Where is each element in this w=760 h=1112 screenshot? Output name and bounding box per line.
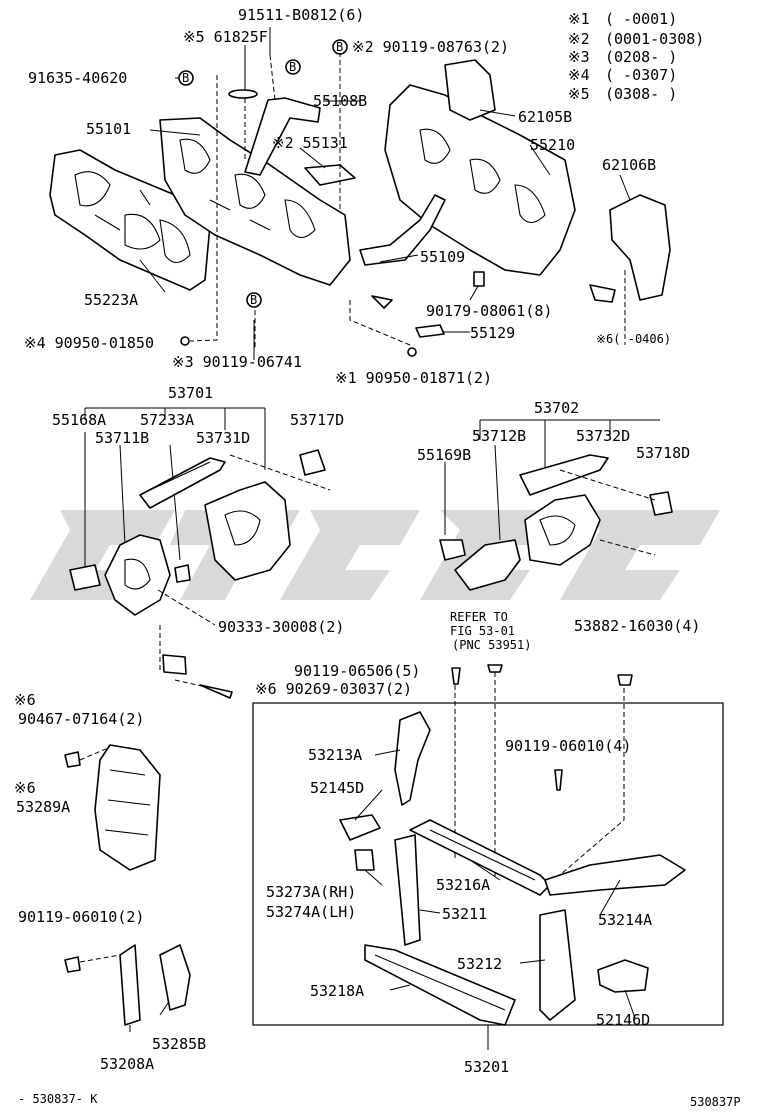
svg-text:B: B — [289, 60, 296, 74]
insulator-62106b — [609, 194, 671, 301]
label-55168a: 55168A — [52, 411, 106, 429]
leader-lines-bottom — [129, 749, 636, 1032]
legend-item-3: ※3 — [568, 48, 590, 66]
label-53218a: 53218A — [310, 982, 364, 1000]
label-52145d: 52145D — [310, 779, 364, 797]
legend-range-3: (0208- ) — [605, 48, 677, 66]
label-53214a: 53214A — [598, 911, 652, 929]
legend-item-2: ※2 — [568, 30, 590, 48]
label-53711b: 53711B — [95, 429, 149, 447]
label-55109: 55109 — [420, 248, 465, 266]
label-53718d: 53718D — [636, 444, 690, 462]
label-53216a: 53216A — [436, 876, 490, 894]
side-parts — [64, 744, 191, 1026]
label-55129: 55129 — [470, 324, 515, 342]
label-91635: 91635-40620 — [28, 69, 127, 87]
label-53732d: 53732D — [576, 427, 630, 445]
label-53701: 53701 — [168, 384, 213, 402]
label-55210: 55210 — [530, 136, 575, 154]
label-53208a: 53208A — [100, 1055, 154, 1073]
legend-range-1: ( -0001) — [605, 10, 677, 28]
footer-code-right: 530837P — [690, 1095, 741, 1109]
label-53285b: 53285B — [152, 1035, 206, 1053]
label-53213a: 53213A — [308, 746, 362, 764]
support-box-53201 — [252, 702, 724, 1050]
circle-marks: B B B B — [178, 39, 348, 308]
radiator-support-parts — [339, 711, 686, 1026]
dash-panel-upper-55210 — [359, 59, 616, 303]
label-90950-01871: ※1 90950-01871(2) — [335, 369, 492, 387]
label-57233a: 57233A — [140, 411, 194, 429]
label-55131: ※2 55131 — [272, 134, 348, 152]
svg-text:B: B — [250, 293, 257, 307]
label-62105b: 62105B — [518, 108, 572, 126]
part-labels: 91511-B0812(6) ※5 61825F ※2 90119-08763(… — [14, 6, 700, 1076]
label-90179: 90179-08061(8) — [426, 302, 552, 320]
label-55108b: 55108B — [313, 92, 367, 110]
label-53731d: 53731D — [196, 429, 250, 447]
label-53211: 53211 — [442, 905, 487, 923]
label-55169b: 55169B — [417, 446, 471, 464]
label-53274a: 53274A(LH) — [266, 903, 356, 921]
label-53702: 53702 — [534, 399, 579, 417]
label-53289a: 53289A — [16, 798, 70, 816]
bracket-lines-53702 — [444, 419, 660, 541]
label-90119-06506: 90119-06506(5) — [294, 662, 420, 680]
label-53201: 53201 — [464, 1058, 509, 1076]
label-90269: ※6 90269-03037(2) — [255, 680, 412, 698]
label-refer-1: REFER TO — [450, 610, 508, 624]
dash-insulator-55223a — [49, 149, 211, 291]
label-note-6a: ※6 — [14, 691, 36, 709]
cowl-brace-55108b — [244, 97, 321, 176]
apron-member-57233a — [139, 457, 226, 509]
label-55101: 55101 — [86, 120, 131, 138]
legend-range-5: (0308- ) — [605, 85, 677, 103]
footer: - 530837- K 530837P — [18, 1092, 741, 1109]
label-6-0406: ※6( -0406) — [596, 332, 671, 346]
apron-lh-53711b — [69, 534, 191, 616]
footer-code-left: - 530837- K — [18, 1092, 98, 1106]
label-53273a: 53273A(RH) — [266, 883, 356, 901]
label-61825f: ※5 61825F — [183, 28, 268, 46]
label-55223a: 55223A — [84, 291, 138, 309]
legend-item-4: ※4 — [568, 66, 590, 84]
label-90119-08763: ※2 90119-08763(2) — [352, 38, 509, 56]
label-90119-06010b: 90119-06010(2) — [18, 908, 144, 926]
legend: ※1 ( -0001) ※2 (0001-0308) ※3 (0208- ) ※… — [568, 10, 704, 103]
leader-lines-mid — [157, 454, 656, 880]
label-53712b: 53712B — [472, 427, 526, 445]
label-53212: 53212 — [457, 955, 502, 973]
label-90119-06010a: 90119-06010(4) — [505, 737, 631, 755]
label-52146d: 52146D — [596, 1011, 650, 1029]
label-62106b: 62106B — [602, 156, 656, 174]
label-refer-3: (PNC 53951) — [452, 638, 531, 652]
label-53882: 53882-16030(4) — [574, 617, 700, 635]
label-53717d: 53717D — [290, 411, 344, 429]
dash-panel-55101 — [159, 117, 351, 286]
label-91511: 91511-B0812(6) — [238, 6, 364, 24]
label-refer-2: FIG 53-01 — [450, 624, 515, 638]
bracket-lines-53701 — [84, 407, 266, 570]
svg-text:B: B — [182, 71, 189, 85]
leader-lines-top — [139, 27, 631, 360]
legend-range-4: ( -0307) — [605, 66, 677, 84]
svg-text:B: B — [336, 40, 343, 54]
label-90467: 90467-07164(2) — [18, 710, 144, 728]
legend-item-1: ※1 — [568, 10, 590, 28]
legend-item-5: ※5 — [568, 85, 590, 103]
legend-range-2: (0001-0308) — [605, 30, 704, 48]
cover-55131 — [304, 164, 356, 186]
label-90333: 90333-30008(2) — [218, 618, 344, 636]
label-90119-06741: ※3 90119-06741 — [172, 353, 302, 371]
label-note-6b: ※6 — [14, 779, 36, 797]
apron-upper-53731d — [204, 449, 326, 581]
apron-rh-53712b — [439, 454, 673, 591]
label-90950-01850: ※4 90950-01850 — [24, 334, 154, 352]
